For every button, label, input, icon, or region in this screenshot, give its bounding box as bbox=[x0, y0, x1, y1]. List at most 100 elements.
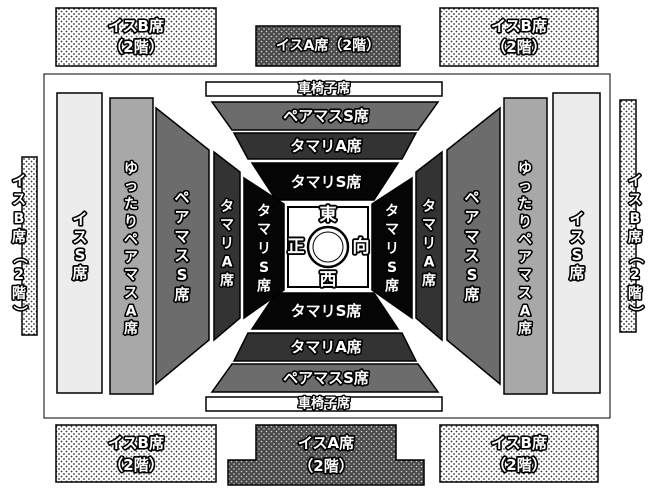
svg-text:リ: リ bbox=[422, 236, 436, 252]
isu-a-bottom-label: イスA席 bbox=[298, 434, 354, 452]
isu-b-top-right-floor-label: （2階） bbox=[491, 38, 546, 56]
svg-text:ア: ア bbox=[174, 208, 189, 226]
tamari-s-left-section bbox=[243, 176, 285, 320]
svg-text:A: A bbox=[222, 254, 233, 270]
svg-text:2: 2 bbox=[14, 267, 24, 283]
svg-text:（: （ bbox=[627, 249, 643, 263]
svg-text:リ: リ bbox=[220, 236, 234, 252]
svg-text:B: B bbox=[14, 211, 25, 227]
svg-text:ス: ス bbox=[464, 247, 479, 265]
svg-text:マ: マ bbox=[385, 222, 399, 238]
wheelchair-bottom-section bbox=[205, 396, 443, 412]
svg-text:ス: ス bbox=[569, 228, 584, 246]
svg-text:席: 席 bbox=[124, 320, 138, 337]
tamari-s-left-label: タマリS席 bbox=[255, 202, 272, 296]
pair-s-right-section bbox=[446, 106, 501, 386]
tamari-a-top-section bbox=[232, 132, 418, 160]
tamari-a-left-section bbox=[213, 150, 241, 342]
svg-text:っ: っ bbox=[124, 179, 138, 195]
tamari-a-bottom-label: タマリA席 bbox=[290, 338, 362, 356]
svg-text:ア: ア bbox=[464, 208, 479, 226]
yuttari-pair-a-right-section bbox=[503, 97, 548, 395]
svg-text:マ: マ bbox=[124, 268, 138, 284]
svg-text:マ: マ bbox=[422, 218, 436, 234]
svg-text:イ: イ bbox=[569, 210, 584, 228]
isu-b-left-label: イスB席（2階） bbox=[9, 172, 28, 321]
svg-text:ス: ス bbox=[12, 192, 26, 208]
isu-b-bottom-left-label: イスB席 bbox=[108, 434, 164, 452]
svg-text:っ: っ bbox=[518, 179, 532, 195]
svg-text:ア: ア bbox=[124, 250, 138, 266]
svg-text:S: S bbox=[572, 246, 583, 264]
svg-text:ス: ス bbox=[174, 247, 189, 265]
dohyo-inner-ring bbox=[312, 231, 344, 263]
svg-text:ス: ス bbox=[124, 286, 138, 302]
isu-b-bottom-right-label: イスB席 bbox=[491, 434, 547, 452]
svg-text:タ: タ bbox=[385, 203, 399, 219]
tamari-s-top-label: タマリS席 bbox=[291, 173, 362, 191]
svg-text:席: 席 bbox=[628, 229, 642, 246]
svg-text:り: り bbox=[518, 214, 532, 230]
tamari-s-bottom-label: タマリS席 bbox=[291, 302, 362, 320]
svg-text:ペ: ペ bbox=[124, 232, 138, 248]
svg-text:A: A bbox=[424, 254, 435, 270]
svg-text:席: 席 bbox=[569, 264, 584, 282]
svg-text:階: 階 bbox=[628, 285, 642, 302]
svg-text:マ: マ bbox=[257, 222, 271, 238]
isu-b-top-right-label: イスB席 bbox=[491, 17, 547, 35]
isu-b-bottom-left-floor-label: （2階） bbox=[108, 456, 163, 474]
direction-facing-label: 向 bbox=[353, 236, 370, 257]
svg-text:ペ: ペ bbox=[518, 232, 532, 248]
isu-b-2f-top-right-section bbox=[439, 7, 599, 67]
tamari-s-right-section bbox=[371, 176, 413, 320]
pair-s-top-section bbox=[210, 101, 440, 131]
svg-text:ペ: ペ bbox=[174, 189, 189, 207]
svg-text:イ: イ bbox=[12, 173, 26, 189]
svg-text:S: S bbox=[259, 260, 269, 276]
svg-text:ア: ア bbox=[518, 250, 532, 266]
tamari-s-top-section bbox=[250, 162, 400, 201]
svg-text:A: A bbox=[126, 303, 137, 319]
isu-a-bottom-floor-label: （2階） bbox=[298, 457, 353, 475]
svg-text:S: S bbox=[467, 266, 478, 284]
tamari-s-bottom-section bbox=[250, 292, 400, 330]
tamari-a-right-section bbox=[415, 150, 443, 342]
direction-east-label: 東 bbox=[320, 204, 337, 225]
svg-text:ス: ス bbox=[72, 228, 87, 246]
svg-text:）: ） bbox=[11, 306, 27, 320]
tamari-a-right-label: タマリA席 bbox=[420, 198, 437, 291]
svg-text:イ: イ bbox=[628, 173, 642, 189]
wheelchair-top-label: 車椅子席 bbox=[298, 81, 350, 97]
svg-text:タ: タ bbox=[257, 203, 271, 219]
isu-s-left-section bbox=[56, 92, 103, 394]
isu-b-bottom-right-floor-label: （2階） bbox=[491, 456, 546, 474]
isu-b-2f-left-section bbox=[21, 156, 38, 336]
pair-s-left-label: ペアマスS席 bbox=[173, 187, 191, 305]
pair-s-top-label: ペアマスS席 bbox=[283, 107, 369, 125]
svg-text:席: 席 bbox=[174, 285, 189, 303]
svg-text:（: （ bbox=[11, 249, 27, 263]
svg-text:ス: ス bbox=[518, 286, 532, 302]
isu-b-2f-bottom-right-section bbox=[439, 424, 599, 483]
isu-b-top-left-label: イスB席 bbox=[108, 17, 164, 35]
svg-text:席: 席 bbox=[72, 264, 87, 282]
svg-text:S: S bbox=[75, 246, 86, 264]
svg-text:マ: マ bbox=[220, 218, 234, 234]
svg-text:ス: ス bbox=[628, 192, 642, 208]
svg-text:席: 席 bbox=[12, 229, 26, 246]
tamari-a-bottom-section bbox=[232, 332, 418, 362]
wheelchair-bottom-label: 車椅子席 bbox=[298, 396, 350, 412]
svg-text:イ: イ bbox=[72, 210, 87, 228]
pair-s-bottom-section bbox=[210, 363, 440, 393]
isu-a-2f-bottom-section bbox=[227, 424, 425, 486]
yuttari-pair-a-left-section bbox=[109, 97, 154, 395]
direction-front-label: 正 bbox=[288, 237, 305, 257]
svg-text:ゆ: ゆ bbox=[124, 161, 138, 177]
svg-text:ゆ: ゆ bbox=[518, 161, 532, 177]
svg-text:席: 席 bbox=[518, 320, 532, 337]
